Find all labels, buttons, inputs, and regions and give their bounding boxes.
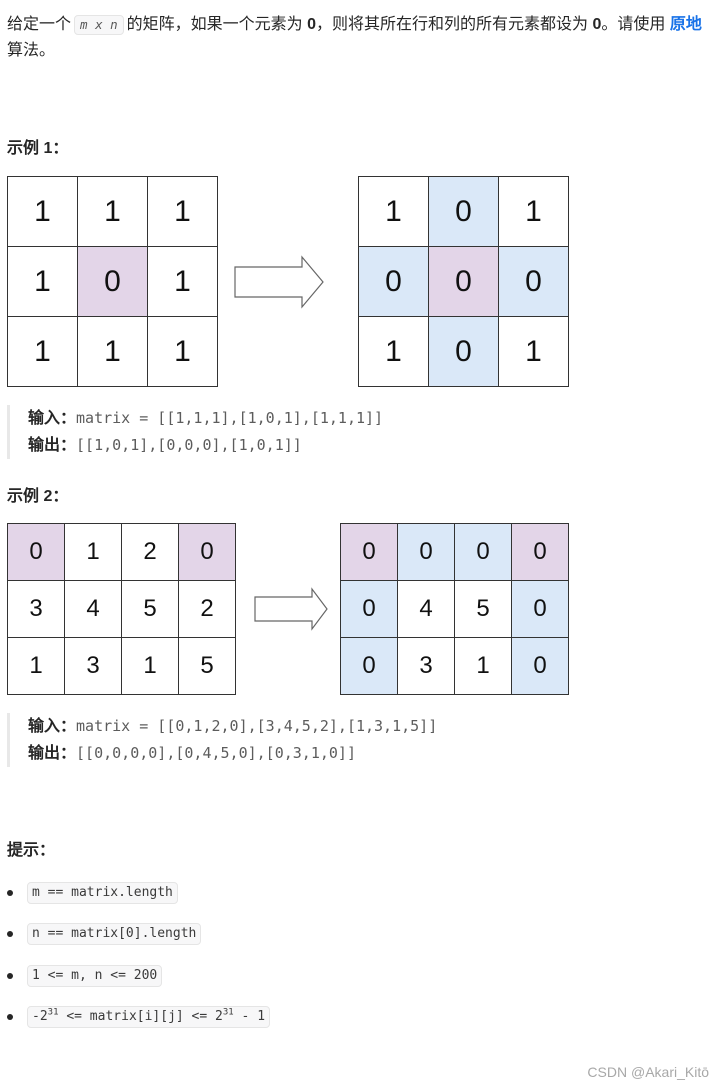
matrix-cell: 0 (179, 524, 236, 581)
matrix-cell: 5 (122, 581, 179, 638)
matrix-cell: 3 (65, 638, 122, 695)
matrix-cell: 0 (429, 247, 499, 317)
constraint-part: -2 (32, 1009, 48, 1024)
output-value: [[1,0,1],[0,0,0],[1,0,1]] (76, 436, 302, 454)
code-m-x-n: m x n (74, 15, 124, 35)
matrix-cell: 4 (65, 581, 122, 638)
matrix-cell: 0 (8, 524, 65, 581)
input-value: matrix = [[1,1,1],[1,0,1],[1,1,1]] (76, 409, 384, 427)
exponent: 31 (47, 1007, 59, 1018)
matrix-cell: 0 (341, 638, 398, 695)
matrix-cell: 1 (78, 317, 148, 387)
right-arrow-icon (234, 255, 324, 309)
matrix-cell: 3 (8, 581, 65, 638)
matrix-cell: 0 (429, 177, 499, 247)
matrix-cell: 1 (65, 524, 122, 581)
matrix-cell: 1 (499, 317, 569, 387)
intro-text-d: 。请使用 (601, 16, 666, 33)
constraint-code: -231 <= matrix[i][j] <= 231 - 1 (27, 1006, 271, 1028)
constraint-part: - 1 (233, 1009, 266, 1024)
intro-text-c: ，则将其所在行和列的所有元素都设为 (316, 16, 589, 33)
matrix-cell: 0 (359, 247, 429, 317)
example-2-heading: 示例 2： (7, 488, 69, 505)
zero-bold-b: 0 (592, 16, 602, 33)
example-1-output-line: 输出：[[1,0,1],[0,0,0],[1,0,1]] (28, 432, 383, 459)
matrix-cell: 1 (148, 177, 218, 247)
matrix-cell: 0 (512, 581, 569, 638)
matrix-cell: 1 (122, 638, 179, 695)
bullet-icon (7, 1014, 13, 1020)
bullet-icon (7, 973, 13, 979)
watermark: CSDN @Akari_Kitō (587, 1064, 709, 1080)
matrix-cell: 1 (455, 638, 512, 695)
input-label: 输入： (28, 410, 77, 427)
example-1-io-block: 输入：matrix = [[1,1,1],[1,0,1],[1,1,1]] 输出… (7, 405, 383, 459)
matrix-cell: 0 (341, 524, 398, 581)
example-2-input-line: 输入：matrix = [[0,1,2,0],[3,4,5,2],[1,3,1,… (28, 713, 437, 740)
in-place-link[interactable]: 原地 (669, 16, 702, 33)
output-label: 输出： (28, 745, 77, 762)
matrix-cell: 0 (429, 317, 499, 387)
matrix-cell: 0 (499, 247, 569, 317)
output-label: 输出： (28, 437, 77, 454)
matrix-cell: 2 (122, 524, 179, 581)
matrix-cell: 0 (78, 247, 148, 317)
example-1-input-line: 输入：matrix = [[1,1,1],[1,0,1],[1,1,1]] (28, 405, 383, 432)
matrix-cell: 1 (148, 317, 218, 387)
example-2-output-line: 输出：[[0,0,0,0],[0,4,5,0],[0,3,1,0]] (28, 740, 437, 767)
exponent: 31 (222, 1007, 234, 1018)
matrix-cell: 0 (341, 581, 398, 638)
matrix-cell: 2 (179, 581, 236, 638)
matrix-cell: 1 (359, 317, 429, 387)
matrix-cell: 0 (398, 524, 455, 581)
matrix-cell: 4 (398, 581, 455, 638)
matrix-cell: 1 (8, 247, 78, 317)
output-value: [[0,0,0,0],[0,4,5,0],[0,3,1,0]] (76, 744, 356, 762)
bullet-icon (7, 890, 13, 896)
matrix-cell: 1 (499, 177, 569, 247)
matrix-cell: 0 (512, 638, 569, 695)
matrix-cell: 3 (398, 638, 455, 695)
matrix-cell: 0 (455, 524, 512, 581)
matrix-cell: 1 (8, 317, 78, 387)
hints-heading: 提示： (7, 842, 56, 859)
constraint-code: n == matrix[0].length (27, 923, 202, 945)
matrix-cell: 1 (148, 247, 218, 317)
constraint-code: m == matrix.length (27, 882, 178, 904)
matrix-cell: 1 (8, 638, 65, 695)
input-value: matrix = [[0,1,2,0],[3,4,5,2],[1,3,1,5]] (76, 717, 438, 735)
constraint-part: <= matrix[i][j] <= 2 (58, 1009, 223, 1024)
constraint-code: 1 <= m, n <= 200 (27, 965, 163, 987)
example-1-heading: 示例 1： (7, 140, 69, 157)
bullet-icon (7, 931, 13, 937)
matrix-cell: 5 (179, 638, 236, 695)
matrix-cell: 1 (78, 177, 148, 247)
zero-bold-a: 0 (307, 16, 317, 33)
matrix-cell: 1 (8, 177, 78, 247)
input-label: 输入： (28, 718, 77, 735)
intro-text-b: 的矩阵，如果一个元素为 (126, 16, 303, 33)
intro-text-a: 给定一个 (7, 16, 72, 33)
intro-text-e: 算法。 (7, 42, 56, 59)
matrix-cell: 5 (455, 581, 512, 638)
matrix-cell: 1 (359, 177, 429, 247)
right-arrow-icon (254, 587, 328, 631)
matrix-cell: 0 (512, 524, 569, 581)
example-2-io-block: 输入：matrix = [[0,1,2,0],[3,4,5,2],[1,3,1,… (7, 713, 437, 767)
